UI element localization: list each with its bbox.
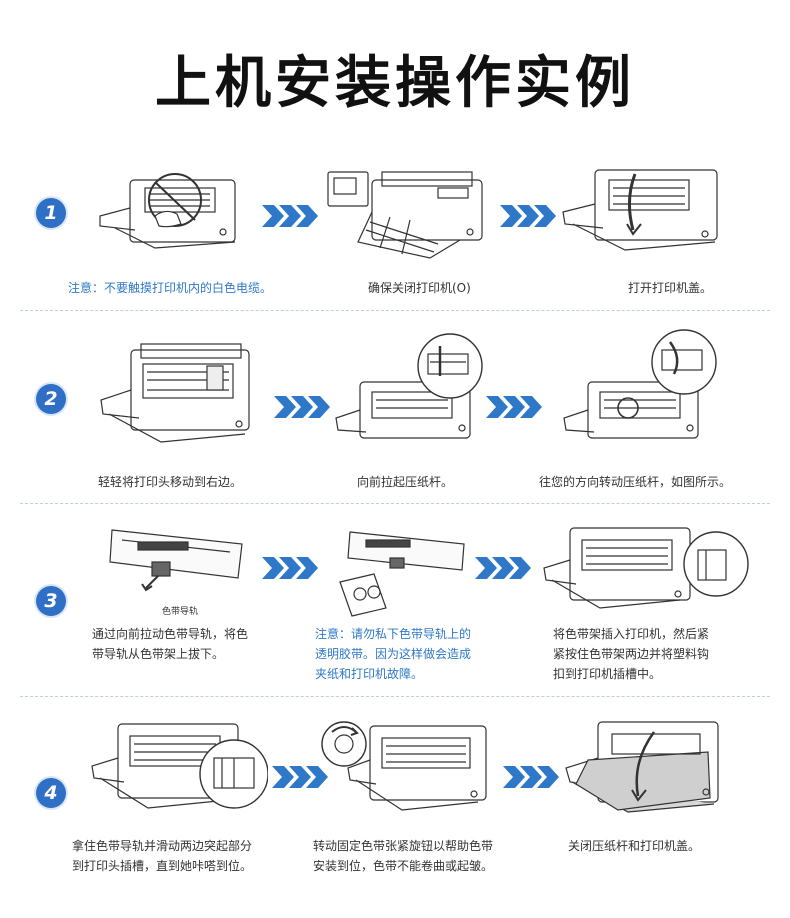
step-caption: 到打印头插槽，直到她咔嗒到位。 xyxy=(72,856,252,876)
printer-illustration xyxy=(318,714,493,824)
step-caption: 注意：不要触摸打印机内的白色电缆。 xyxy=(68,278,272,298)
row-divider xyxy=(20,503,770,504)
step-caption: 确保关闭打印机(O) xyxy=(368,278,471,298)
step-caption: 转动固定色带张紧旋钮以帮助色带 xyxy=(313,836,493,856)
step-caption: 透明胶带。因为这样做会造成 xyxy=(315,644,471,664)
step-caption: 带导轨从色带架上拔下。 xyxy=(92,644,224,664)
printer-illustration xyxy=(88,712,268,824)
step-caption: 将色带架插入打印机，然后紧 xyxy=(553,624,709,644)
step-caption: 向前拉起压纸杆。 xyxy=(357,472,453,492)
step-caption: 扣到打印机插槽中。 xyxy=(553,664,661,684)
step-caption: 安装到位，色带不能卷曲或起皱。 xyxy=(313,856,493,876)
step-1-badge: 1 xyxy=(36,198,66,228)
next-step-arrow xyxy=(262,203,318,229)
printer-illustration xyxy=(95,340,255,452)
next-step-arrow xyxy=(500,203,556,229)
step-caption: 轻轻将打印头移动到右边。 xyxy=(98,472,242,492)
step-2-badge: 2 xyxy=(36,384,66,414)
step-caption: 夹纸和打印机故障。 xyxy=(315,664,423,684)
step-caption: 通过向前拉动色带导轨，将色 xyxy=(92,624,248,644)
next-step-arrow xyxy=(274,394,330,420)
printer-illustration xyxy=(320,162,490,262)
page-title: 上机安装操作实例 xyxy=(0,38,790,119)
row-divider xyxy=(20,696,770,697)
printer-illustration xyxy=(558,328,723,452)
step-caption: 打开打印机盖。 xyxy=(628,278,712,298)
next-step-arrow xyxy=(503,764,559,790)
printer-illustration xyxy=(558,712,728,824)
step-caption: 拿住色带导轨并滑动两边突起部分 xyxy=(72,836,252,856)
ribbon-cartridge-illustration xyxy=(330,522,470,618)
ribbon-cartridge-illustration: 色带导轨 xyxy=(102,518,252,618)
next-step-arrow xyxy=(262,555,318,581)
step-caption: 关闭压纸杆和打印机盖。 xyxy=(568,836,700,856)
ribbon-guide-label: 色带导轨 xyxy=(162,605,198,617)
printer-illustration xyxy=(330,332,490,452)
step-3-badge: 3 xyxy=(36,586,66,616)
next-step-arrow xyxy=(486,394,542,420)
step-caption: 往您的方向转动压纸杆，如图所示。 xyxy=(539,472,731,492)
row-divider xyxy=(20,310,770,311)
printer-illustration xyxy=(555,160,725,260)
printer-illustration xyxy=(540,520,750,620)
printer-illustration xyxy=(95,168,245,258)
step-4-badge: 4 xyxy=(36,778,66,808)
next-step-arrow xyxy=(475,555,531,581)
step-caption: 注意：请勿私下色带导轨上的 xyxy=(315,624,471,644)
step-caption: 紧按住色带架两边并将塑料钩 xyxy=(553,644,709,664)
